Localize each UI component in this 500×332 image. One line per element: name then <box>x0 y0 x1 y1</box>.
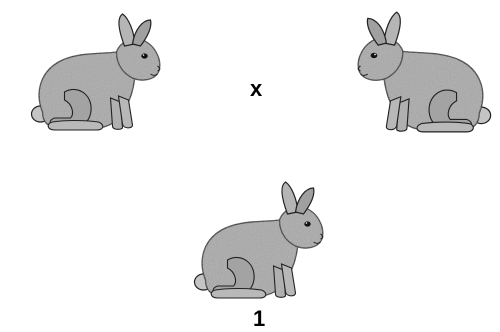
offspring-label: 1 <box>253 306 265 332</box>
rabbit-icon <box>348 8 498 136</box>
rabbit-icon <box>186 178 334 302</box>
rabbit-icon <box>22 10 172 134</box>
cross-symbol: x <box>250 76 262 102</box>
